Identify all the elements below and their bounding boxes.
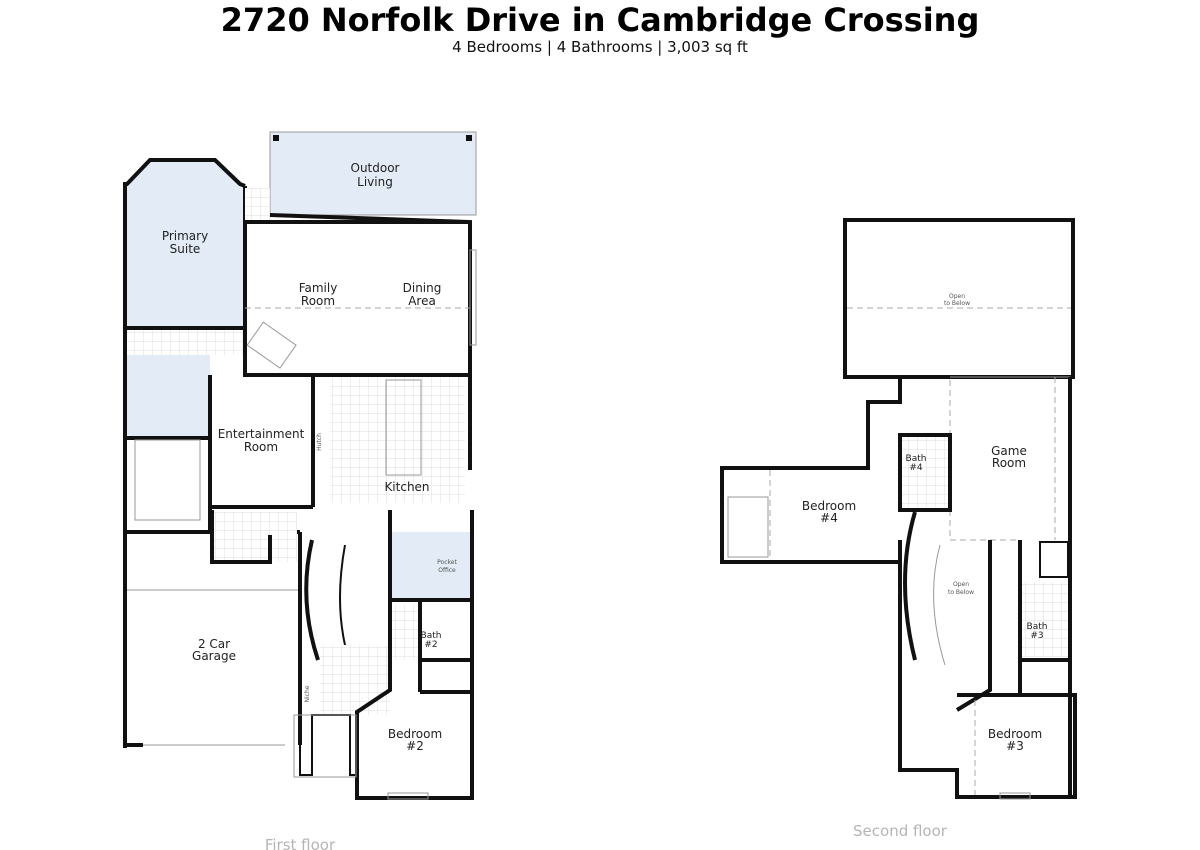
second-floor-labels: Open to Below Game Room Bath #4 Bedroom … bbox=[802, 293, 1048, 840]
label-bath4-1: Bath bbox=[906, 454, 927, 464]
label-bedroom4-2: #4 bbox=[820, 511, 838, 525]
label-game-room-1: Game bbox=[991, 444, 1027, 458]
label-primary-suite-2: Suite bbox=[170, 242, 201, 256]
first-floor-plan bbox=[123, 131, 477, 800]
label-entertainment-room-1: Entertainment bbox=[218, 427, 305, 441]
first-floor-caption: First floor bbox=[265, 836, 336, 850]
label-open-below-stair-1: Open bbox=[953, 581, 969, 588]
label-family-room-2: Room bbox=[301, 294, 335, 308]
label-niche: Niche bbox=[304, 685, 311, 702]
label-pocket-office-1: Pocket bbox=[437, 559, 457, 566]
label-primary-suite-1: Primary bbox=[162, 229, 208, 243]
label-family-room-1: Family bbox=[299, 281, 338, 295]
label-outdoor-living-1: Outdoor bbox=[351, 161, 400, 175]
label-bedroom4-1: Bedroom bbox=[802, 499, 856, 513]
pocket-office-area bbox=[390, 532, 470, 600]
second-floor-caption: Second floor bbox=[853, 822, 948, 840]
label-dining-area-2: Area bbox=[408, 294, 436, 308]
label-bedroom3-2: #3 bbox=[1006, 739, 1024, 753]
label-bath4-2: #4 bbox=[909, 463, 923, 473]
page-title: 2720 Norfolk Drive in Cambridge Crossing bbox=[220, 1, 980, 39]
label-dining-area-1: Dining bbox=[403, 281, 442, 295]
label-open-below-top-1: Open bbox=[949, 293, 965, 300]
label-garage-1: 2 Car bbox=[198, 637, 230, 651]
primary-bath-area bbox=[127, 355, 210, 438]
second-floor-plan bbox=[720, 218, 1077, 800]
label-bath2-2: #2 bbox=[424, 640, 437, 650]
label-bath2-1: Bath bbox=[421, 631, 442, 641]
label-kitchen: Kitchen bbox=[384, 480, 429, 494]
label-open-below-stair-2: to Below bbox=[948, 589, 974, 596]
label-bath3-2: #3 bbox=[1030, 631, 1043, 641]
label-bath3-1: Bath bbox=[1027, 622, 1048, 632]
label-open-below-top-2: to Below bbox=[944, 300, 970, 307]
label-bedroom3-1: Bedroom bbox=[988, 727, 1042, 741]
primary-suite-area bbox=[127, 160, 245, 328]
outdoor-living-area bbox=[270, 132, 476, 215]
label-garage-2: Garage bbox=[192, 649, 236, 663]
label-entertainment-room-2: Room bbox=[244, 440, 278, 454]
label-bedroom2-2: #2 bbox=[406, 739, 424, 753]
first-floor-labels: Outdoor Living Primary Suite Family Room… bbox=[162, 161, 458, 850]
label-bedroom2-1: Bedroom bbox=[388, 727, 442, 741]
label-game-room-2: Room bbox=[992, 456, 1026, 470]
label-hutch: Hutch bbox=[316, 433, 323, 451]
label-outdoor-living-2: Living bbox=[357, 175, 393, 189]
label-pocket-office-2: Office bbox=[438, 567, 456, 574]
page-subtitle: 4 Bedrooms | 4 Bathrooms | 3,003 sq ft bbox=[452, 38, 748, 56]
